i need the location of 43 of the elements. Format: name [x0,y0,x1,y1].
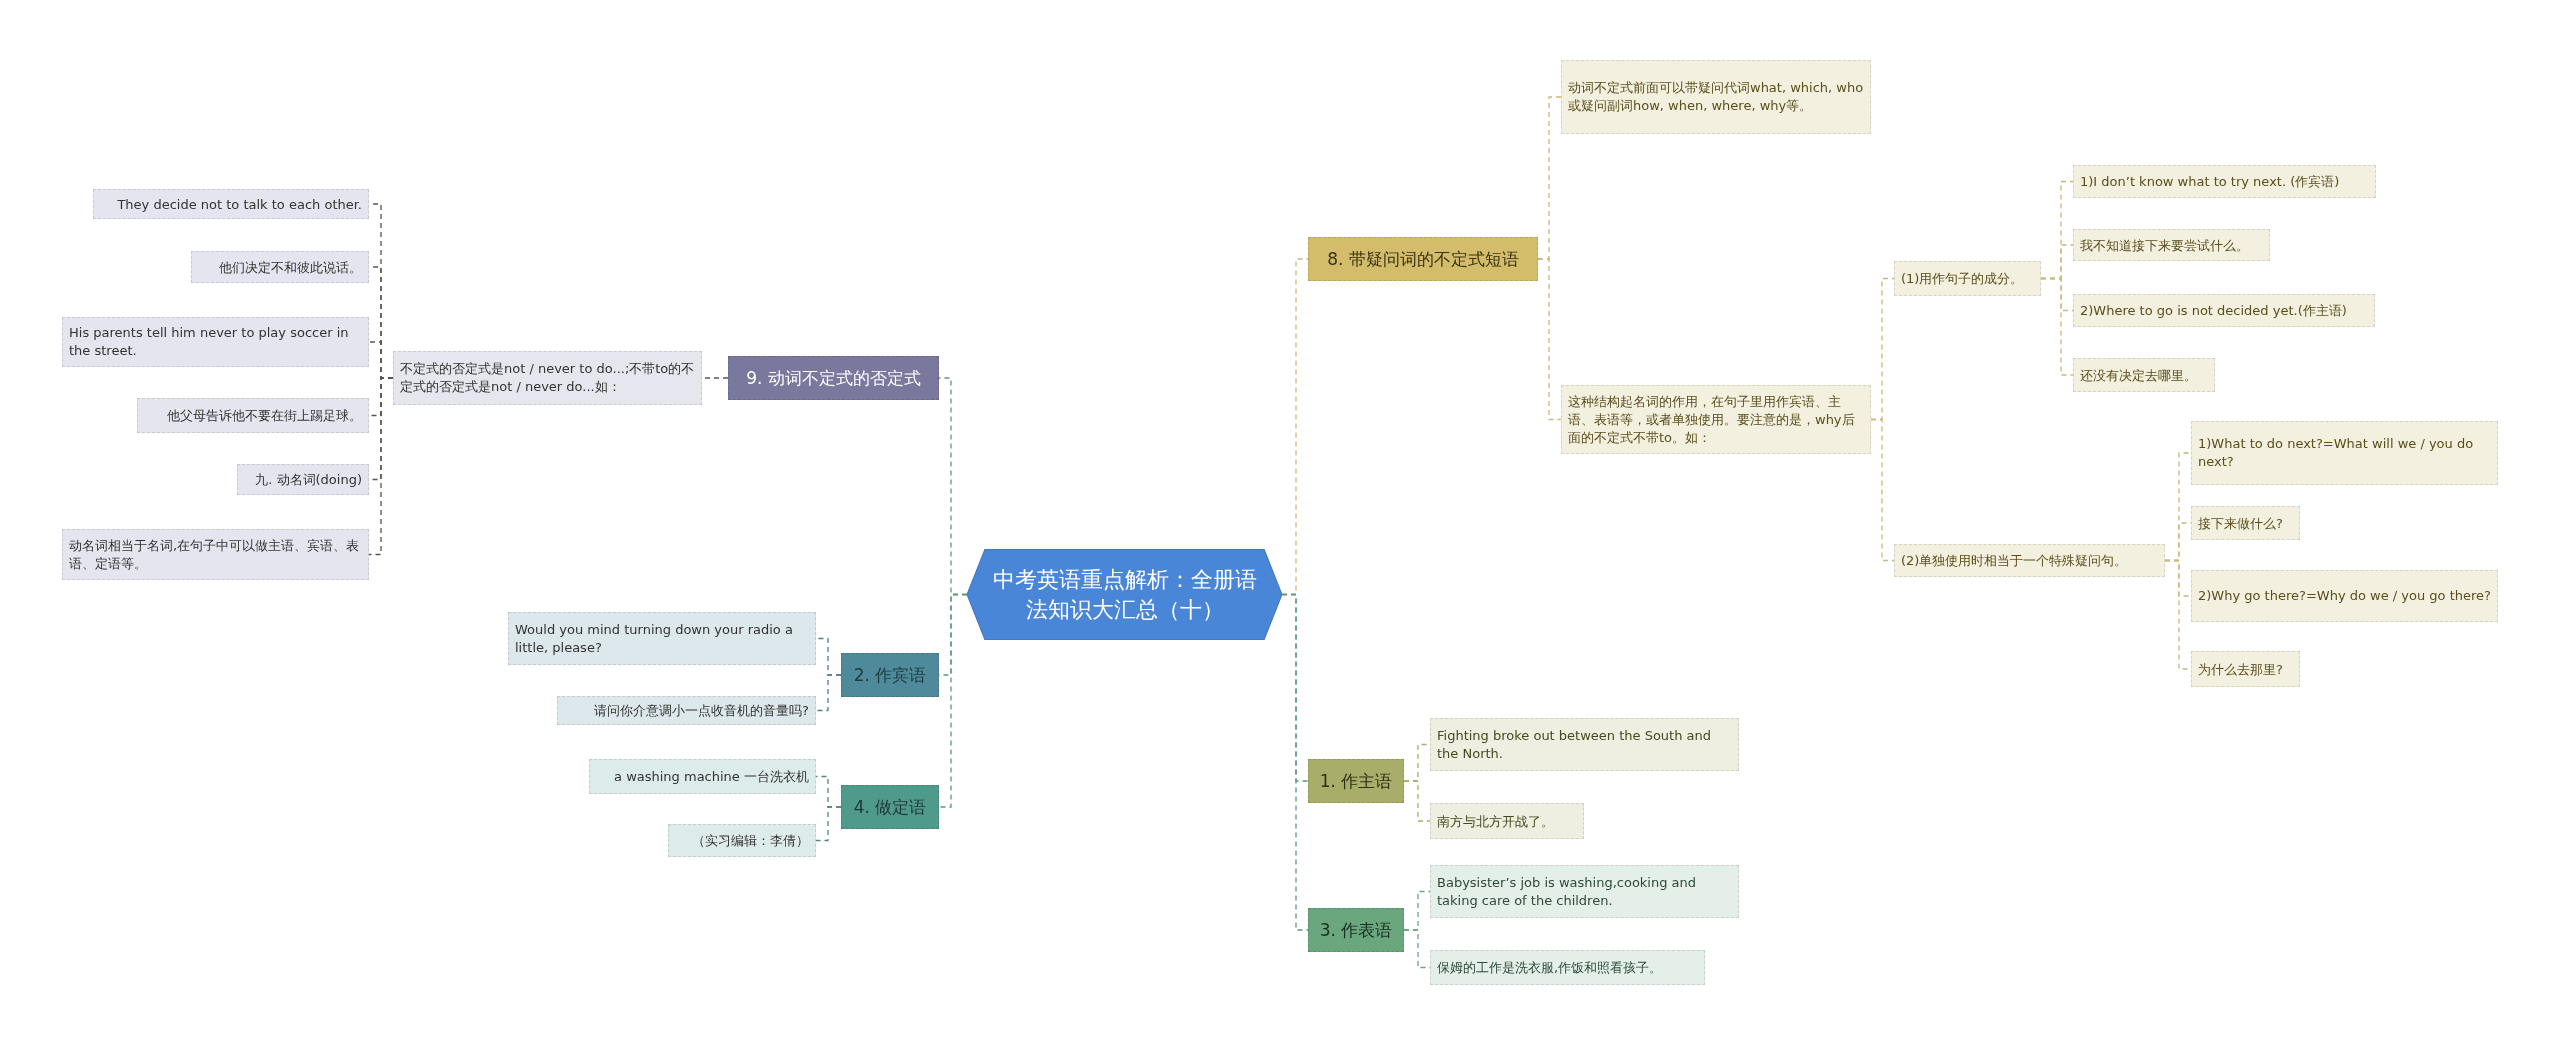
note-box: 2)Why go there?=Why do we / you go there? [2191,570,2498,622]
connector-line [815,674,842,712]
note-box: 2)Where to go is not decided yet.(作主语) [2073,294,2375,327]
note-box: His parents tell him never to play soccer in the street. [62,317,369,367]
central-topic-hexagon: 中考英语重点解析：全册语法知识大汇总（十） [967,549,1282,640]
connector-line [1870,418,1895,562]
note-box: Would you mind turning down your radio a little, please? [508,612,816,665]
note-box: 为什么去那里? [2191,651,2300,687]
note-box: 保姆的工作是洗衣服,作饭和照看孩子。 [1430,950,1705,985]
connector-line [938,593,968,808]
note-box: 九. 动名词(doing) [237,464,369,495]
note-box: (2)单独使用时相当于一个特殊疑问句。 [1894,544,2165,577]
note-box: Fighting broke out between the South and the North. [1430,718,1739,771]
topic-box: 2. 作宾语 [841,653,939,697]
note-box: 这种结构起名词的作用，在句子里用作宾语、主语、表语等，或者单独使用。要注意的是，why后面的不定式不带to。如： [1561,385,1871,454]
note-box: 南方与北方开战了。 [1430,803,1584,839]
note-box: 我不知道接下来要尝试什么。 [2073,229,2270,261]
note-box: 动名词相当于名词,在句子中可以做主语、宾语、表语、定语等。 [62,529,369,580]
note-box: (1)用作句子的成分。 [1894,261,2041,296]
note-box: 动词不定式前面可以带疑问代词what, which, who或疑问副词how, when, where, why等。 [1561,60,1871,134]
note-box: 他们决定不和彼此说话。 [191,251,369,283]
note-box: 还没有决定去哪里。 [2073,358,2215,392]
note-box: 他父母告诉他不要在街上踢足球。 [137,398,369,433]
note-box: Babysister’s job is washing,cooking and taking care of the children. [1430,865,1739,918]
topic-box: 8. 带疑问词的不定式短语 [1308,237,1538,281]
note-box: 1)I don’t know what to try next. (作宾语) [2073,165,2376,198]
connector-line [1403,780,1431,822]
connector-line [368,377,394,556]
topic-box: 4. 做定语 [841,785,939,829]
note-box: 请问你介意调小一点收音机的音量吗? [557,696,816,725]
topic-box: 9. 动词不定式的否定式 [728,356,939,400]
note-box: They decide not to talk to each other. [93,189,369,219]
connector-line [1281,593,1309,931]
note-box: 不定式的否定式是not / never to do...;不带to的不定式的否定式是not / never do...如： [393,351,702,405]
connector-line [2040,277,2074,376]
connector-line [815,806,842,842]
note-box: （实习编辑：李倩） [668,824,816,857]
connector-line [1537,258,1562,421]
topic-box: 3. 作表语 [1308,908,1404,952]
note-box: 1)What to do next?=What will we / you do next? [2191,421,2498,485]
topic-box: 1. 作主语 [1308,759,1404,803]
note-box: 接下来做什么? [2191,506,2300,540]
note-box: a washing machine 一台洗衣机 [589,759,816,794]
